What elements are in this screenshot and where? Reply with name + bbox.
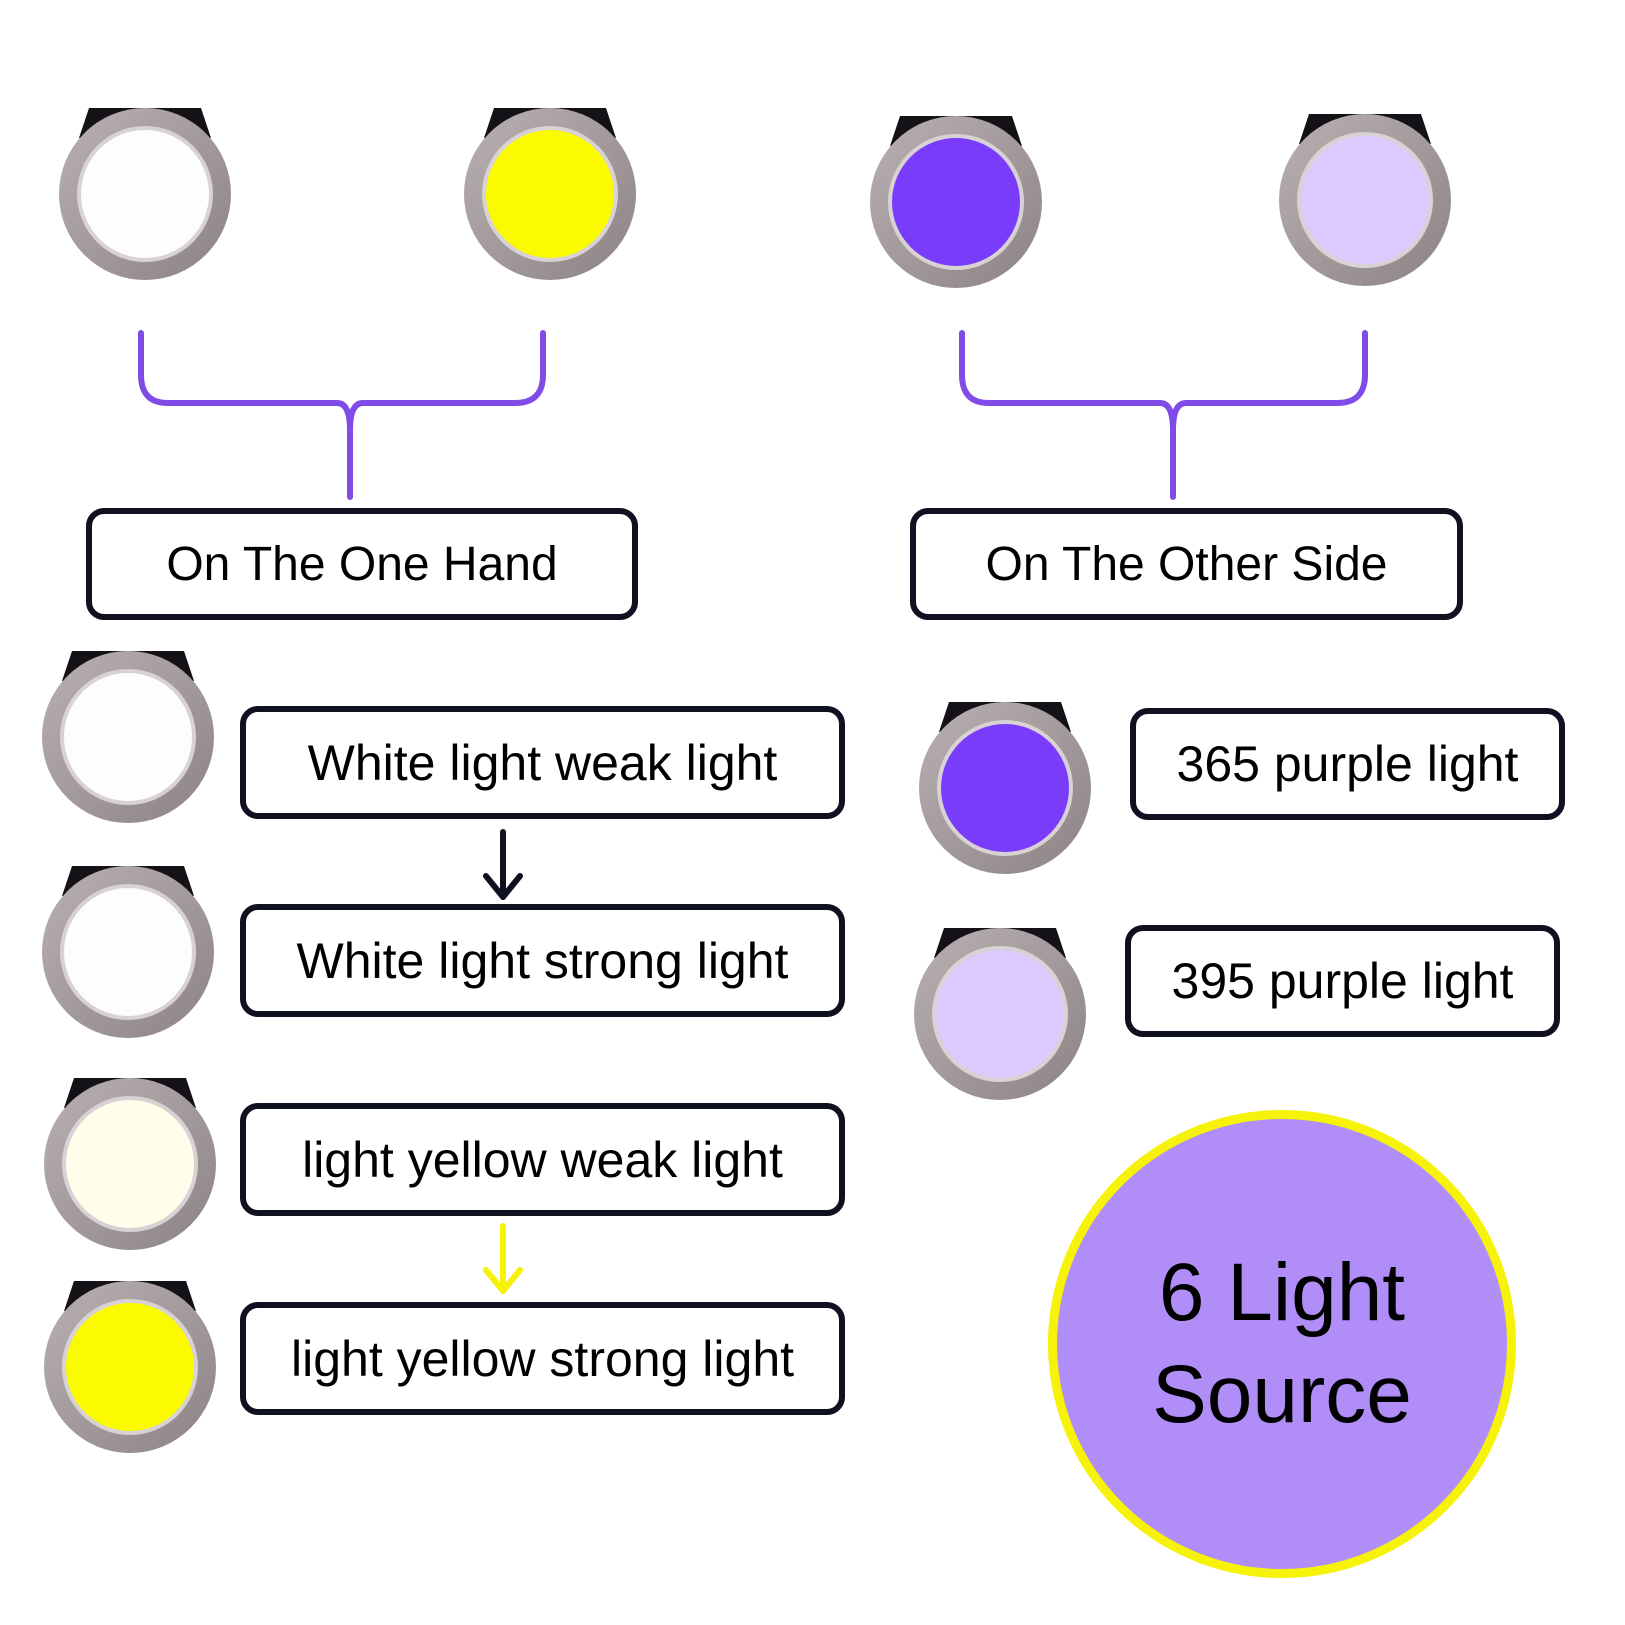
light-mode-label-text: White light weak light (307, 734, 778, 791)
white-arrow (483, 829, 523, 900)
light-mode-label: 365 purple light (1130, 708, 1565, 820)
light-mode-label: White light strong light (240, 904, 845, 1017)
purple-light-icon (866, 110, 1046, 290)
badge-line-1: 6 Light (1158, 1247, 1406, 1339)
white-light-icon (55, 102, 235, 282)
light-mode-label: 395 purple light (1125, 925, 1560, 1037)
lavender-light-icon (910, 922, 1090, 1102)
purple-light-icon (915, 696, 1095, 876)
light-mode-label-text: 365 purple light (1176, 736, 1519, 792)
yellow-light-icon (40, 1275, 220, 1455)
one-hand-label-text: On The One Hand (166, 537, 558, 591)
other-side-label-text: On The Other Side (985, 537, 1388, 591)
white-light-icon (38, 860, 218, 1040)
light-mode-label-text: White light strong light (296, 932, 789, 989)
lavender-light-icon (1275, 108, 1455, 288)
other-side-bracket (959, 330, 1368, 500)
one-hand-bracket (138, 330, 546, 500)
other-side-label: On The Other Side (910, 508, 1463, 620)
one-hand-label: On The One Hand (86, 508, 638, 620)
light-mode-label: light yellow weak light (240, 1103, 845, 1216)
badge-line-2: Source (1152, 1349, 1412, 1440)
yellow-arrow (483, 1223, 523, 1294)
yellow-light-icon (460, 102, 640, 282)
light-mode-label: light yellow strong light (240, 1302, 845, 1415)
light-mode-label-text: 395 purple light (1171, 953, 1514, 1009)
pale-yellow-light-icon (40, 1072, 220, 1252)
light-mode-label-text: light yellow weak light (302, 1131, 783, 1188)
white-light-icon (38, 645, 218, 825)
light-source-badge: 6 Light Source (1048, 1110, 1516, 1578)
light-mode-label: White light weak light (240, 706, 845, 819)
light-mode-label-text: light yellow strong light (290, 1330, 795, 1387)
